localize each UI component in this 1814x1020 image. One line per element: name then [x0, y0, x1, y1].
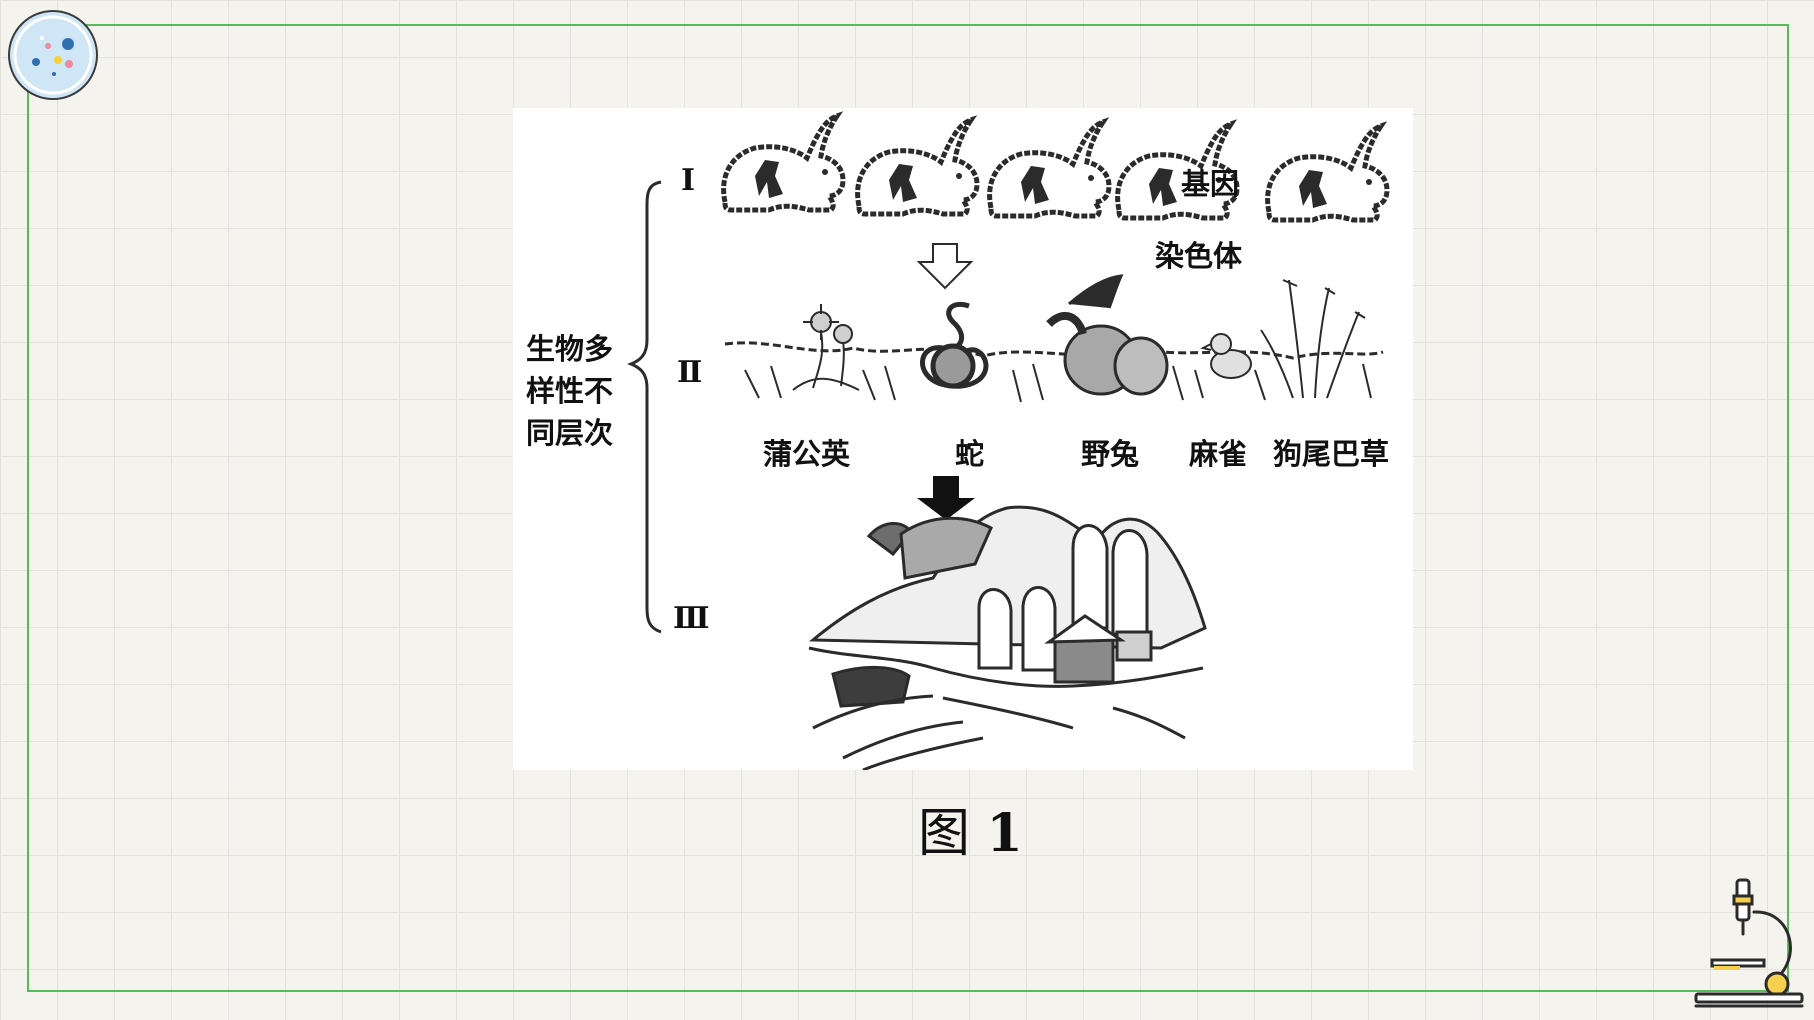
caption-prefix: 图 — [918, 804, 971, 864]
gene-label: 基因 — [1181, 167, 1240, 201]
rabbit-icon — [1268, 126, 1387, 220]
level-brace — [626, 180, 662, 634]
arrow-down-icon — [917, 476, 975, 520]
ecosystem-illustration — [808, 505, 1207, 770]
arrow-down-icon — [916, 243, 974, 290]
side-title: 生物多样性不同层次 — [526, 332, 614, 450]
level-label-3: Ⅲ — [673, 601, 710, 636]
rabbit-icon — [724, 116, 843, 210]
species-illustration — [724, 274, 1384, 403]
biodiversity-figure: 生物多样性不同层次 Ⅰ Ⅱ Ⅲ 基因 染色体 蒲公英 蛇 野兔 麻雀 狗尾巴草 — [513, 108, 1413, 770]
rabbit-icon — [990, 122, 1109, 216]
petri-dish-icon — [8, 10, 98, 100]
rabbit-icon — [858, 120, 977, 214]
species-label-hare: 野兔 — [1081, 437, 1140, 471]
caption-number: 1 — [986, 803, 1023, 864]
chromosome-label: 染色体 — [1155, 239, 1243, 273]
microscope-icon — [1694, 878, 1804, 1008]
species-label-snake: 蛇 — [955, 437, 985, 471]
species-label-sparrow: 麻雀 — [1189, 437, 1248, 471]
level-label-2: Ⅱ — [677, 355, 703, 390]
figure-artwork — [626, 108, 1413, 770]
figure-caption: 图 1 — [918, 808, 1023, 861]
species-label-foxtail: 狗尾巴草 — [1273, 437, 1390, 471]
species-label-dandelion: 蒲公英 — [763, 437, 851, 471]
slide-frame — [27, 24, 1789, 992]
level-label-1: Ⅰ — [681, 163, 696, 198]
